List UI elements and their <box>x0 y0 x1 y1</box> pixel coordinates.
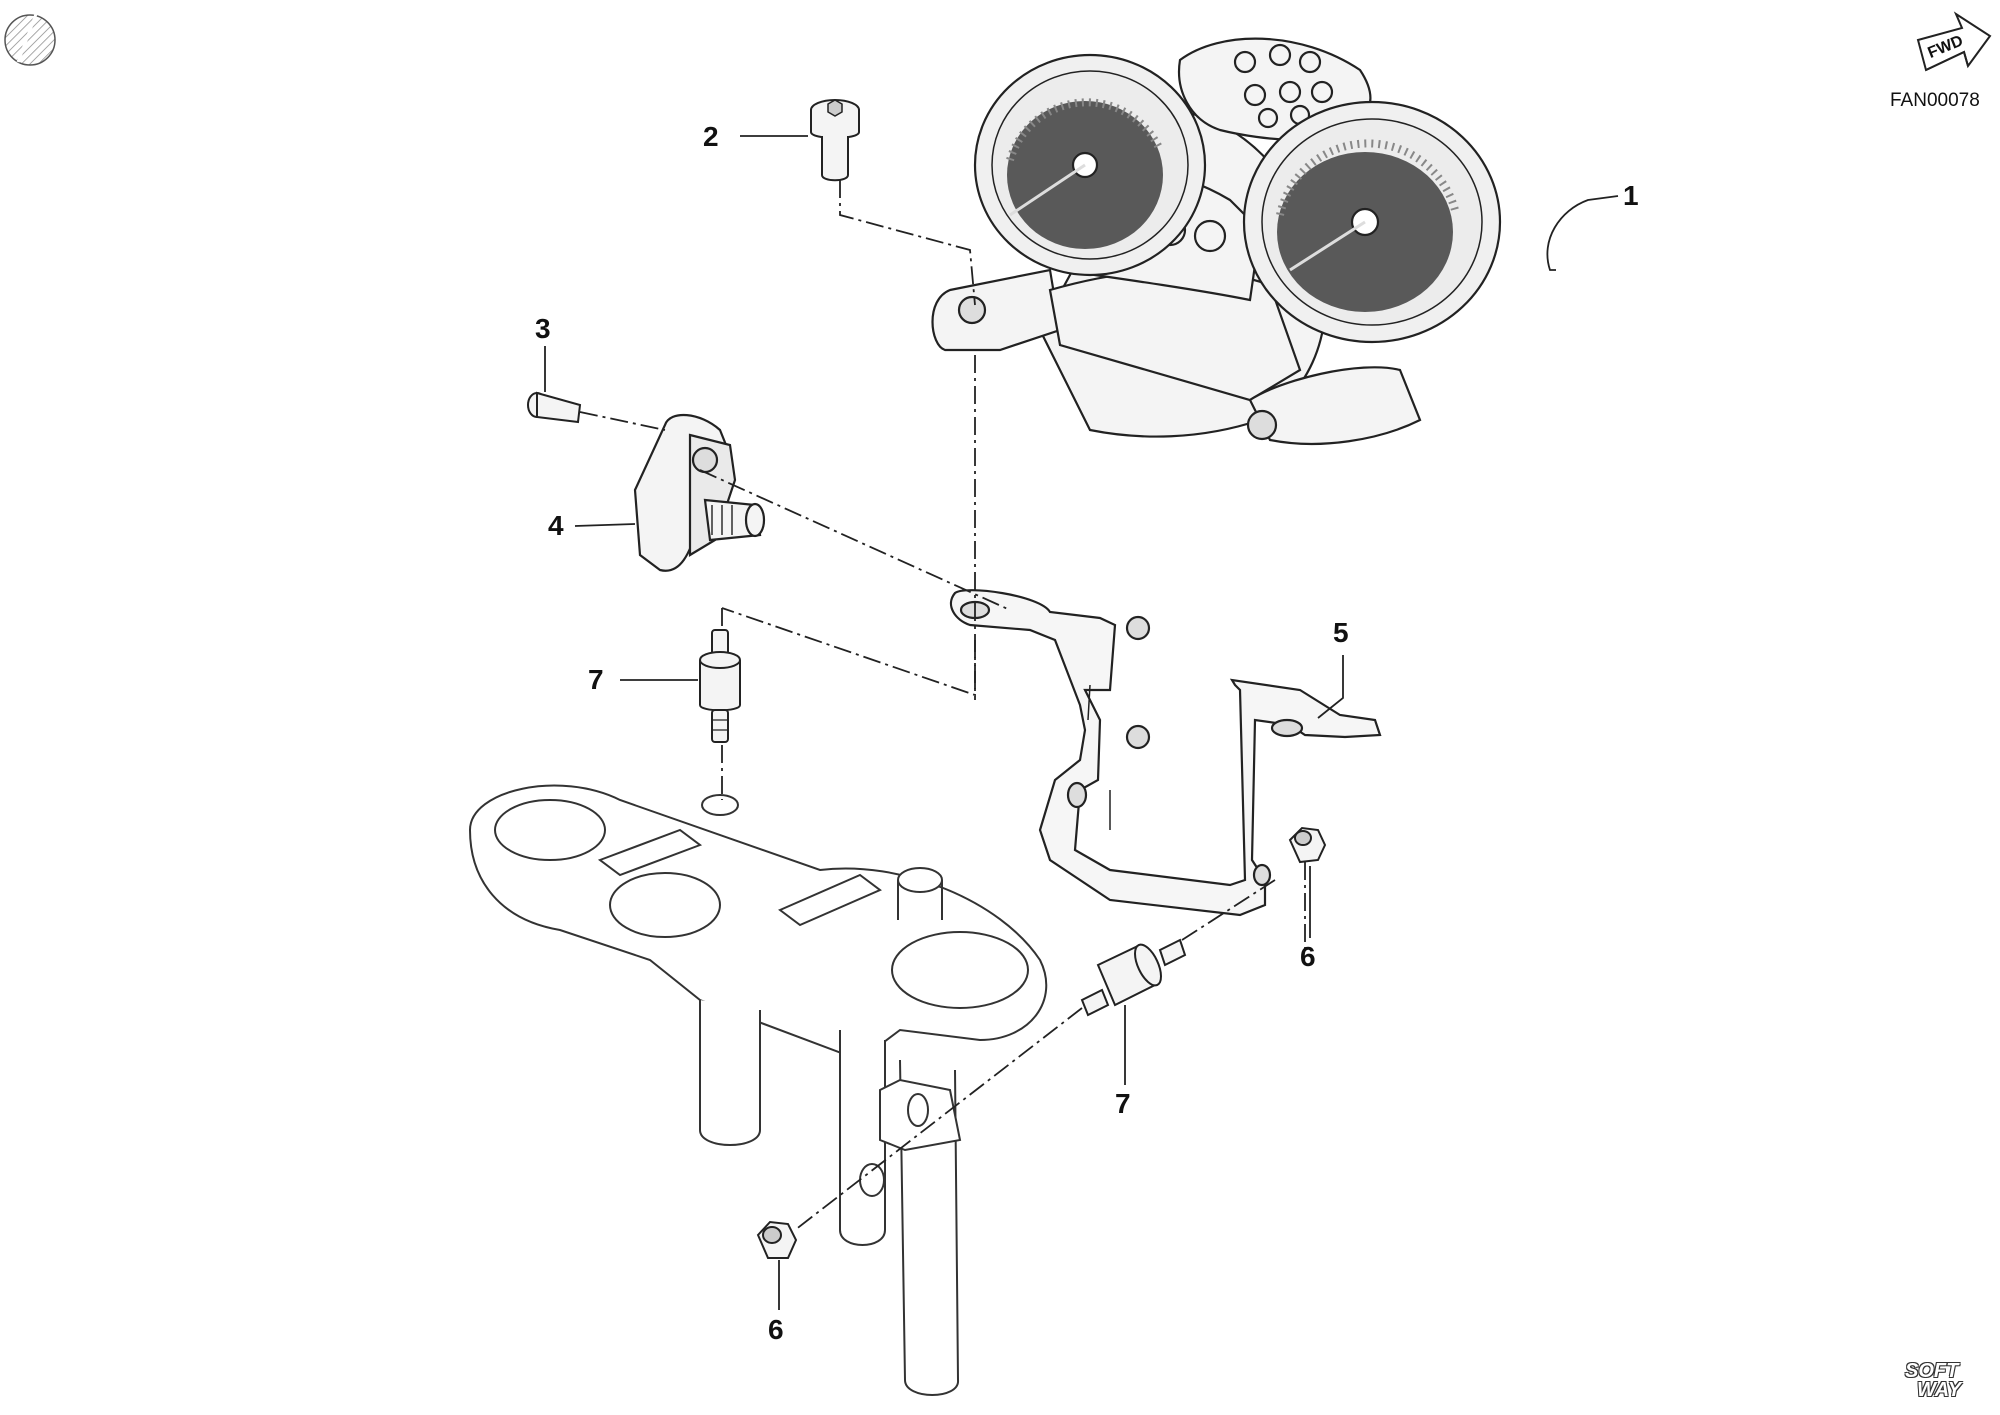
callout-7-lower: 7 <box>1115 1088 1131 1119</box>
callout-7-upper: 7 <box>588 664 604 695</box>
part-7-rubber-mount-lower <box>1080 938 1187 1017</box>
callout-2: 2 <box>703 121 719 152</box>
brand-line-2: WAY <box>1917 1379 1962 1401</box>
callout-3: 3 <box>535 313 551 344</box>
leader-lines <box>544 135 1619 1310</box>
forward-arrow-icon: FWD <box>1916 11 1992 72</box>
part-7-rubber-mount-upper <box>699 629 741 743</box>
callout-5: 5 <box>1333 617 1349 648</box>
callout-6-bottom: 6 <box>768 1314 784 1345</box>
assembly-centerlines <box>579 180 1306 1231</box>
callout-6-right: 6 <box>1300 941 1316 972</box>
part-3-screw <box>527 391 582 424</box>
callout-1: 1 <box>1623 180 1639 211</box>
triple-clamp-ghost <box>468 784 1048 1396</box>
part-1-instrument-cluster <box>931 37 1502 445</box>
part-6-nut-right <box>1288 826 1327 864</box>
diagram-code: FAN00078 <box>1890 90 1980 111</box>
brand-line-1: SOFT <box>1905 1360 1959 1382</box>
brand-logo: SOFT WAY <box>1905 1360 1962 1401</box>
part-4-sensor <box>633 413 766 572</box>
part-5-bracket-frame <box>949 589 1382 917</box>
part-6-nut-bottom <box>756 1220 798 1259</box>
corner-logo-icon <box>4 13 56 66</box>
callout-4: 4 <box>548 510 564 541</box>
part-2-bolt <box>810 99 860 182</box>
